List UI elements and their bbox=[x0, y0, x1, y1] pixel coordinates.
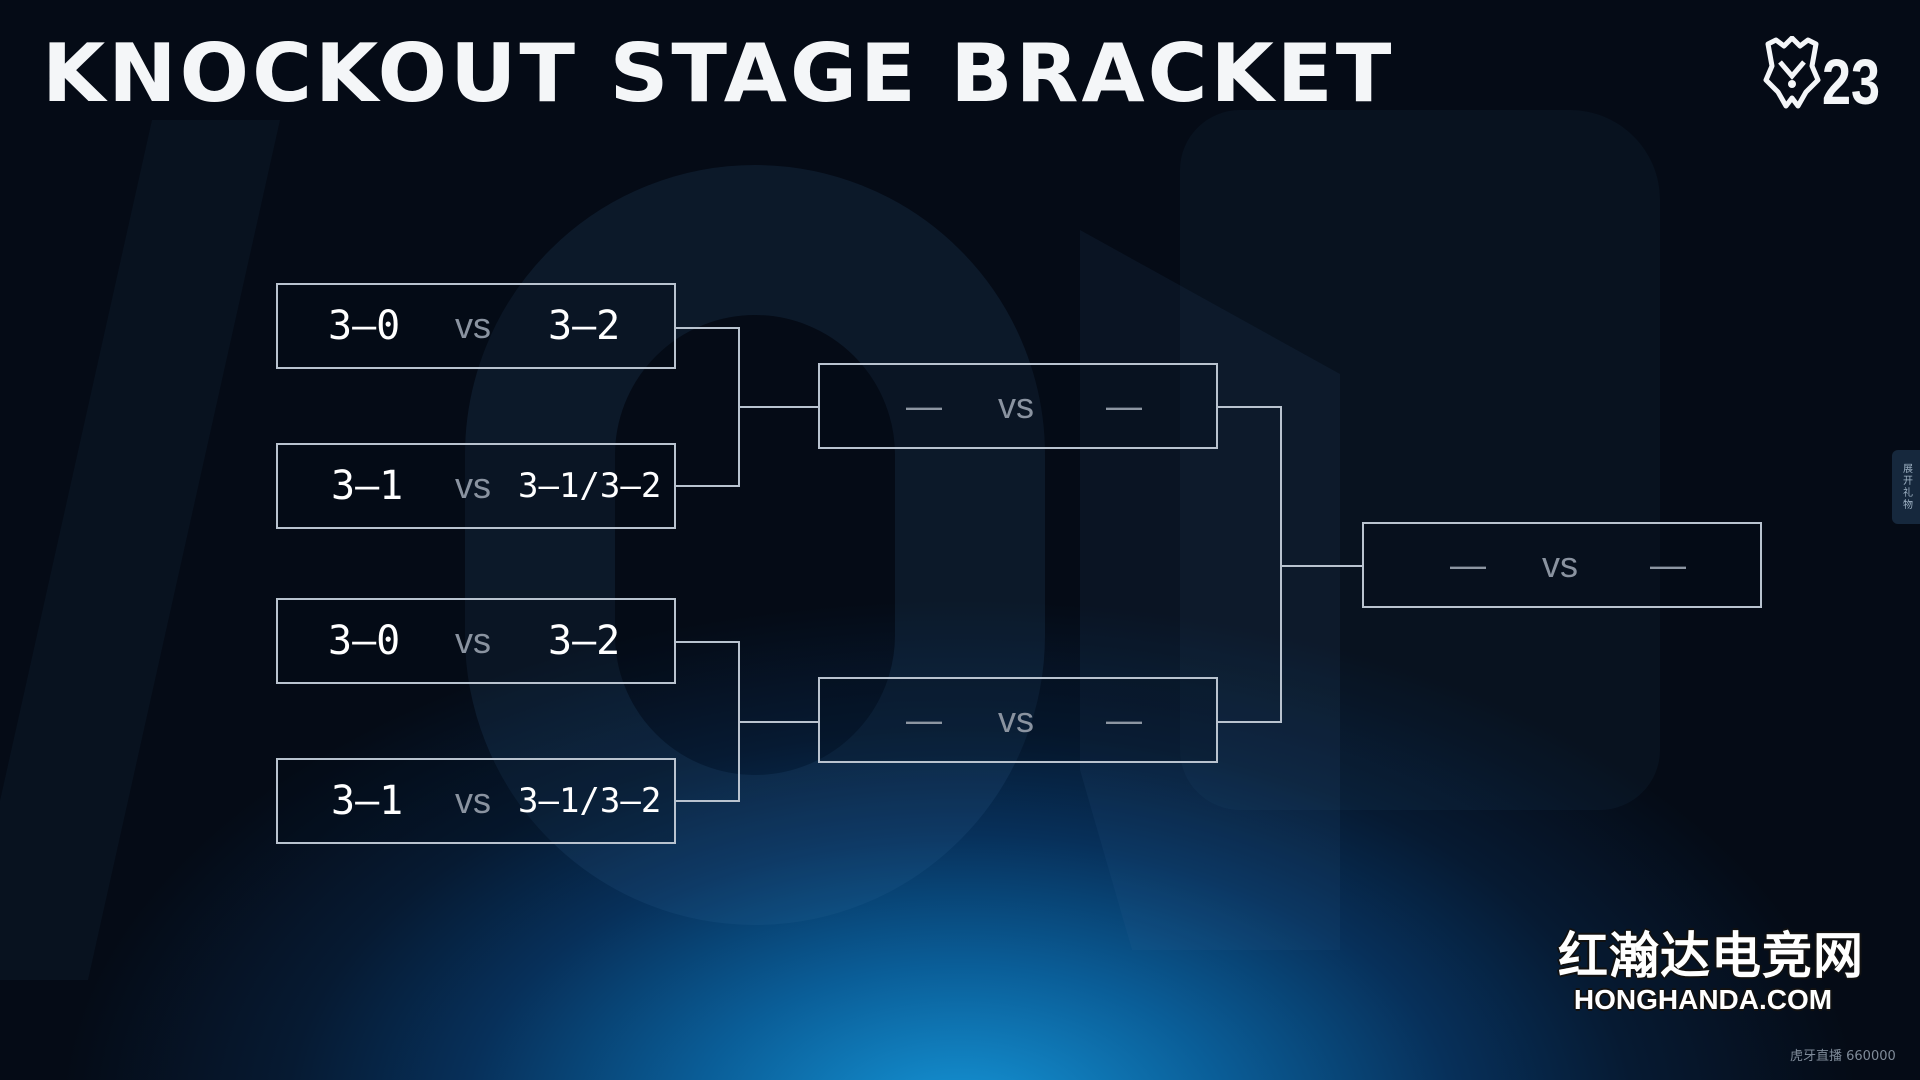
background-one-shape bbox=[1080, 230, 1340, 950]
vs-label: vs bbox=[455, 620, 491, 661]
team-b-seed: 3–2 bbox=[548, 618, 621, 664]
vs-label: vs bbox=[1542, 544, 1578, 585]
quarterfinal-match-4[interactable]: 3–1 vs 3–1/3–2 bbox=[276, 758, 676, 844]
worlds-crest-icon: 23 bbox=[1763, 35, 1880, 118]
page-title: KNOCKOUT STAGE BRACKET bbox=[42, 27, 1395, 120]
team-b-placeholder: — bbox=[1650, 544, 1686, 585]
watermark-english: HONGHANDA.COM bbox=[1573, 984, 1833, 1015]
semifinal-match-1[interactable]: — vs — bbox=[818, 363, 1218, 449]
background-slash-shape bbox=[0, 120, 280, 980]
team-a-seed: 3–0 bbox=[328, 618, 401, 664]
vs-label: vs bbox=[455, 780, 491, 821]
team-a-placeholder: — bbox=[906, 699, 942, 740]
connector-line bbox=[738, 721, 818, 723]
stream-info: 虎牙直播 660000 bbox=[1790, 1049, 1896, 1064]
team-a-seed: 3–1 bbox=[331, 778, 404, 824]
connector-line bbox=[676, 327, 740, 329]
final-match[interactable]: — vs — bbox=[1362, 522, 1762, 608]
quarterfinal-match-2[interactable]: 3–1 vs 3–1/3–2 bbox=[276, 443, 676, 529]
vs-label: vs bbox=[998, 699, 1034, 740]
worlds-logo: 23 bbox=[1762, 35, 1882, 118]
connector-line bbox=[676, 485, 740, 487]
team-b-seed: 3–1/3–2 bbox=[518, 781, 662, 821]
quarterfinal-match-1[interactable]: 3–0 vs 3–2 bbox=[276, 283, 676, 369]
team-b-seed: 3–2 bbox=[548, 303, 621, 349]
team-a-seed: 3–0 bbox=[328, 303, 401, 349]
team-b-placeholder: — bbox=[1106, 385, 1142, 426]
connector-line bbox=[1280, 565, 1362, 567]
team-a-placeholder: — bbox=[906, 385, 942, 426]
team-b-placeholder: — bbox=[1106, 699, 1142, 740]
connector-line bbox=[1218, 721, 1282, 723]
site-watermark: 红瀚达电竞网 HONGHANDA.COM bbox=[1558, 926, 1864, 1016]
logo-number: 23 bbox=[1822, 46, 1880, 112]
team-a-placeholder: — bbox=[1450, 544, 1486, 585]
vs-label: vs bbox=[455, 305, 491, 346]
background-one-shape-2 bbox=[1180, 110, 1660, 810]
quarterfinal-match-3[interactable]: 3–0 vs 3–2 bbox=[276, 598, 676, 684]
connector-line bbox=[1218, 406, 1282, 408]
gift-panel-toggle[interactable]: 展开礼物 bbox=[1892, 450, 1920, 524]
semifinal-match-2[interactable]: — vs — bbox=[818, 677, 1218, 763]
team-b-seed: 3–1/3–2 bbox=[518, 466, 662, 506]
connector-line bbox=[676, 641, 740, 643]
team-a-seed: 3–1 bbox=[331, 463, 404, 509]
connector-line bbox=[676, 800, 740, 802]
connector-line bbox=[1280, 406, 1282, 723]
vs-label: vs bbox=[455, 465, 491, 506]
connector-line bbox=[738, 406, 818, 408]
watermark-chinese: 红瀚达电竞网 bbox=[1558, 926, 1864, 985]
vs-label: vs bbox=[998, 385, 1034, 426]
